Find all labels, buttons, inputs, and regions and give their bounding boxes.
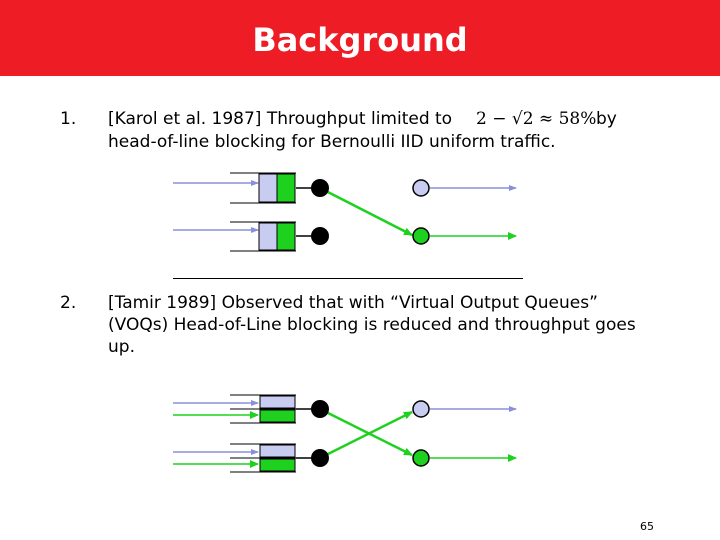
throughput-formula: 2 − √2 ≈ 58%	[476, 109, 597, 129]
voq-input-1-node	[311, 400, 329, 418]
item-1-text-by: by	[596, 109, 617, 129]
slide-title: Background	[252, 21, 468, 59]
output-2-node	[412, 227, 430, 245]
voq-connection-2-to-1	[319, 410, 413, 460]
voq-input-1-queues	[230, 394, 296, 424]
voq-input-2-node	[311, 449, 329, 467]
item-1-text-line-2: head-of-line blocking for Bernoulli IID …	[108, 132, 556, 152]
crossbar-connection	[319, 186, 413, 237]
item-2-number: 2.	[60, 293, 77, 313]
voq-connection-1-to-2	[319, 407, 413, 457]
item-2-text: [Tamir 1989] Observed that with “Virtual…	[108, 293, 636, 357]
output-1-node	[412, 179, 430, 197]
voq-output-1-node	[412, 400, 430, 418]
voq-output-2-node	[412, 449, 430, 467]
divider	[173, 278, 523, 279]
input-1-node	[311, 179, 329, 197]
input-1-queue	[230, 172, 296, 204]
item-1-number: 1.	[60, 109, 77, 129]
page-number: 65	[640, 520, 654, 533]
input-2-node	[311, 227, 329, 245]
item-1-text-line-1: [Karol et al. 1987] Throughput limited t…	[108, 109, 453, 129]
title-bar	[0, 0, 720, 76]
input-2-queue	[230, 221, 296, 252]
voq-input-2-queues	[230, 443, 296, 473]
